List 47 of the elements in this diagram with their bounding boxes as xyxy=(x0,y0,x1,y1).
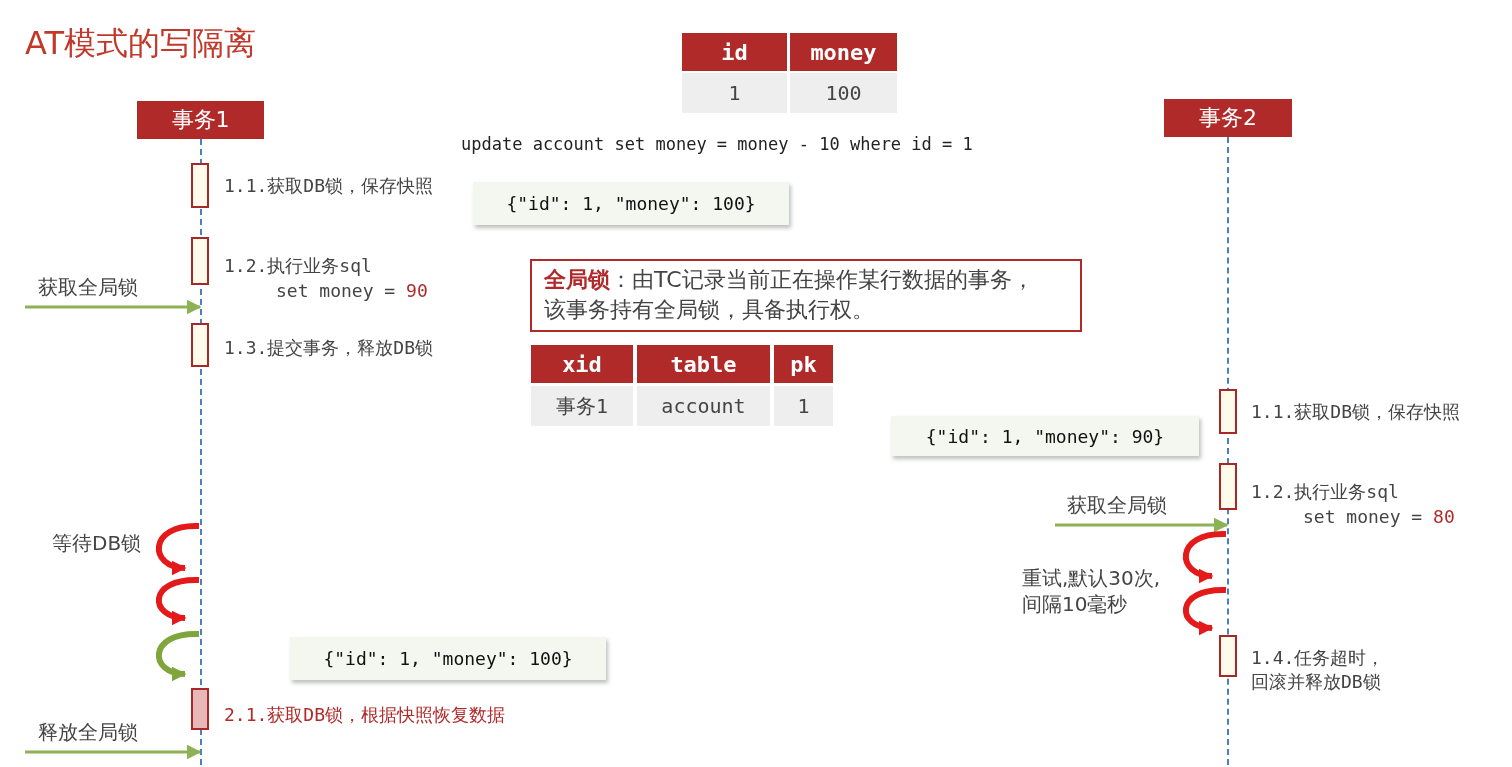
table-header-cell: id xyxy=(682,33,787,71)
edge-label: 获取全局锁 xyxy=(1067,492,1167,518)
table-cell: 100 xyxy=(790,73,897,113)
step-label: 2.1.获取DB锁，根据快照恢复数据 xyxy=(224,703,506,727)
activation-bar xyxy=(191,323,209,367)
table-cell: 事务1 xyxy=(531,386,633,426)
arrow xyxy=(1055,517,1229,533)
curved-arrow xyxy=(1183,587,1227,635)
curved-arrow xyxy=(156,577,200,625)
step-label: 1.1.获取DB锁，保存快照 xyxy=(224,174,434,198)
snapshot-box: {"id": 1, "money": 90} xyxy=(891,416,1199,456)
arrow xyxy=(25,744,202,760)
step-label: 1.2.执行业务sql xyxy=(1251,480,1399,504)
arrow xyxy=(25,299,202,315)
step-label: 1.3.提交事务，释放DB锁 xyxy=(224,336,434,360)
snapshot-box: {"id": 1, "money": 100} xyxy=(473,182,789,225)
snapshot-box: {"id": 1, "money": 100} xyxy=(290,637,606,680)
activation-bar xyxy=(1219,635,1237,677)
curved-arrow xyxy=(156,523,200,575)
step-label: set money = 80 xyxy=(1303,505,1455,529)
step-label: 1.1.获取DB锁，保存快照 xyxy=(1251,400,1461,424)
note-box: 全局锁：由TC记录当前正在操作某行数据的事务，该事务持有全局锁，具备执行权。 xyxy=(530,259,1082,332)
table-cell: 1 xyxy=(682,73,787,113)
activation-bar xyxy=(1219,463,1237,510)
step-label: set money = 90 xyxy=(276,279,428,303)
table-header-cell: money xyxy=(790,33,897,71)
curved-arrow xyxy=(156,631,200,681)
title: AT模式的写隔离 xyxy=(25,23,256,64)
wait-label: 等待DB锁 xyxy=(52,530,142,556)
retry-label: 重试,默认30次,间隔10毫秒 xyxy=(1022,565,1162,617)
activation-bar xyxy=(191,237,209,285)
activation-bar xyxy=(191,688,209,730)
activation-bar xyxy=(191,163,209,208)
participant-box: 事务1 xyxy=(137,101,264,139)
edge-label: 释放全局锁 xyxy=(38,719,138,745)
step-label: 1.4.任务超时，回滚并释放DB锁 xyxy=(1251,646,1386,694)
curved-arrow xyxy=(1183,531,1227,583)
table-header-cell: table xyxy=(637,345,770,383)
participant-box: 事务2 xyxy=(1164,99,1292,137)
table-cell: account xyxy=(637,386,770,426)
step-label: 1.2.执行业务sql xyxy=(224,254,372,278)
table-header-cell: xid xyxy=(531,345,633,383)
table-cell: 1 xyxy=(774,386,833,426)
edge-label: 获取全局锁 xyxy=(38,274,138,300)
table-header-cell: pk xyxy=(774,345,833,383)
sql-statement: update account set money = money - 10 where id = 1 xyxy=(461,134,973,154)
activation-bar xyxy=(1219,389,1237,434)
